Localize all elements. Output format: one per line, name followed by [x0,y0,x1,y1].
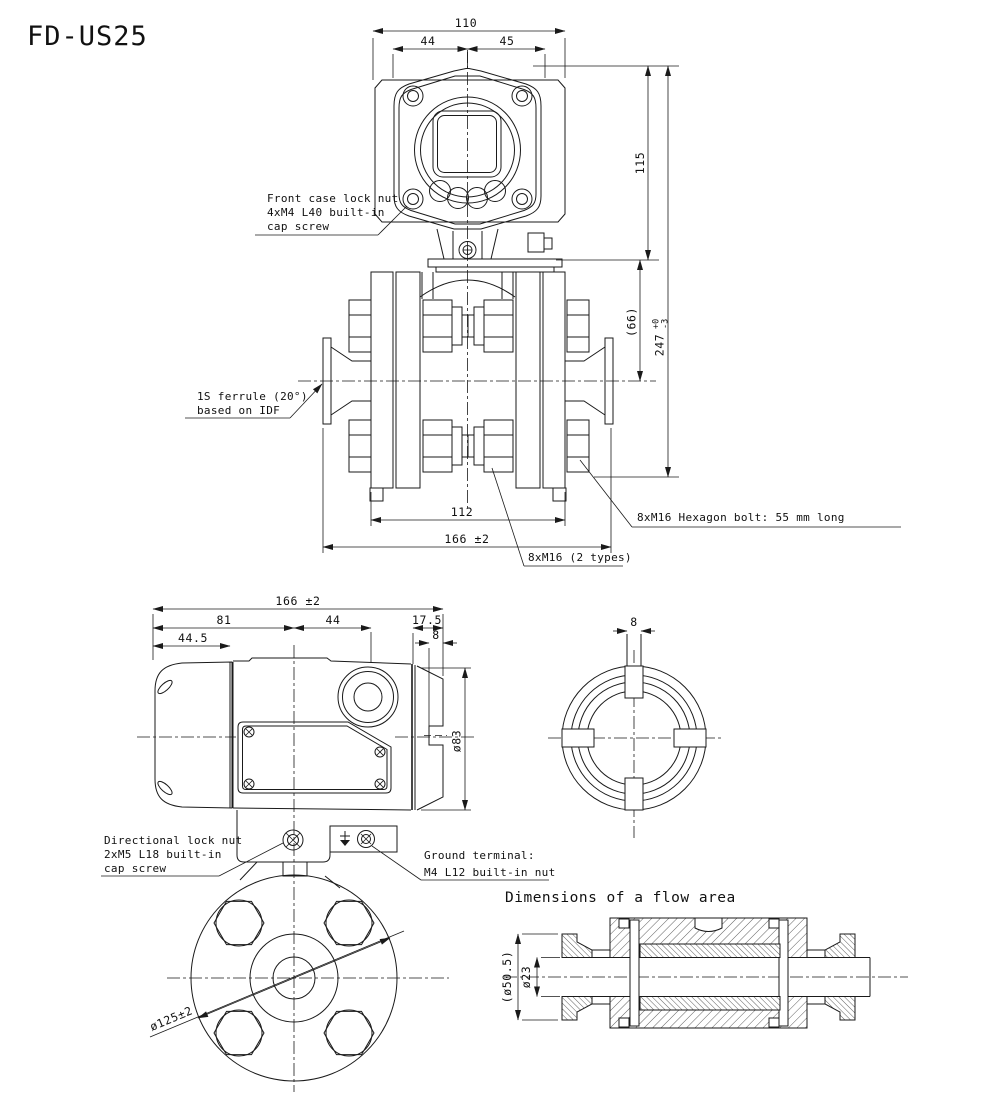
label-ferrule-1: 1S ferrule (20°) [197,390,308,403]
plate-screw-icon [243,726,386,790]
label-directional-2: 2xM5 L18 built-in [104,848,222,861]
flow-section-dimensions: (ø50.5) ø23 [500,933,560,1021]
directional-lock-nut-icon [282,829,304,851]
ferrule-right [565,337,614,425]
svg-text:-3: -3 [661,319,671,329]
front-view-clamp [322,258,614,502]
display-window [432,110,502,178]
dim-8-rear: 8 [630,615,638,629]
svg-text:247: 247 [653,334,667,357]
vent-slot [157,780,173,796]
cable-gland [337,666,399,728]
dim-110: 110 [455,16,478,30]
dim-112: 112 [451,505,474,519]
label-ferrule-2: based on IDF [197,404,280,417]
dim-115: 115 [633,152,647,175]
dim-44-side: 44 [325,613,340,627]
flow-section: Dimensions of a flow area [500,890,908,1029]
dim-247: 247 +0 -3 [652,319,671,357]
dim-44-5: 44.5 [178,631,208,645]
dim-8-side: 8 [432,628,440,642]
label-bolt-types: 8xM16 (2 types) [528,551,632,564]
front-view-labels: Front case lock nut 4xM4 L40 built-in ca… [185,192,901,567]
hex-bolts-top [348,299,590,353]
label-directional-1: Directional lock nut [104,834,242,847]
label-directional-3: cap screw [104,862,166,875]
vent-slot [157,679,173,695]
case-screw-icon [402,85,533,210]
front-view-head [374,68,566,260]
dim-66: (66) [625,307,639,337]
flow-section-heading: Dimensions of a flow area [505,890,736,906]
dim-166-front: 166 ±2 [444,532,489,546]
label-front-case-3: cap screw [267,220,329,233]
front-view: 110 44 45 115 247 +0 -3 (66) 112 166 ±2 [185,16,901,567]
dim-dia125: ø125±2 [148,1003,195,1033]
name-plate [237,721,392,794]
side-view-body [154,657,447,889]
ferrule-left [322,337,371,425]
inner-sleeve [639,943,781,1011]
dim-81: 81 [216,613,231,627]
dim-dia23: ø23 [519,966,533,989]
front-view-dimensions: 110 44 45 115 247 +0 -3 (66) 112 166 ±2 [322,16,679,553]
terminal-shelf [329,825,398,853]
page-title: FD-US25 [27,21,148,52]
sensor-dome [419,279,516,298]
side-connector-tab [527,232,545,253]
side-view-labels: Directional lock nut 2xM5 L18 built-in c… [101,834,556,881]
label-front-case-2: 4xM4 L40 built-in [267,206,385,219]
label-ground-1: Ground terminal: [424,849,535,862]
ground-terminal-icon [340,830,375,848]
flange-face-view: ø125±2 [148,874,449,1082]
label-front-case-1: Front case lock nut [267,192,399,205]
panel-buttons [429,180,506,209]
dim-45: 45 [499,34,514,48]
hex-bolts-bottom [348,419,590,473]
clamp-tabs [561,665,707,811]
svg-text:+0: +0 [652,319,662,329]
label-hex-bolt: 8xM16 Hexagon bolt: 55 mm long [637,511,845,524]
flow-section-body [561,917,871,1029]
label-ground-2: M4 L12 built-in nut [424,866,556,879]
flange-hex-bolts [213,899,375,1057]
dim-dia50-5: (ø50.5) [500,951,514,1004]
dim-44: 44 [420,34,435,48]
dim-166-side: 166 ±2 [275,594,320,608]
rear-view: 8 [548,615,724,838]
dim-17-5: 17.5 [412,613,442,627]
side-view-dimensions: 166 ±2 81 44 17.5 8 44.5 ø83 [152,594,471,811]
dim-dia83: ø83 [450,730,464,753]
side-view: 166 ±2 81 44 17.5 8 44.5 ø83 Directional… [101,594,556,1092]
